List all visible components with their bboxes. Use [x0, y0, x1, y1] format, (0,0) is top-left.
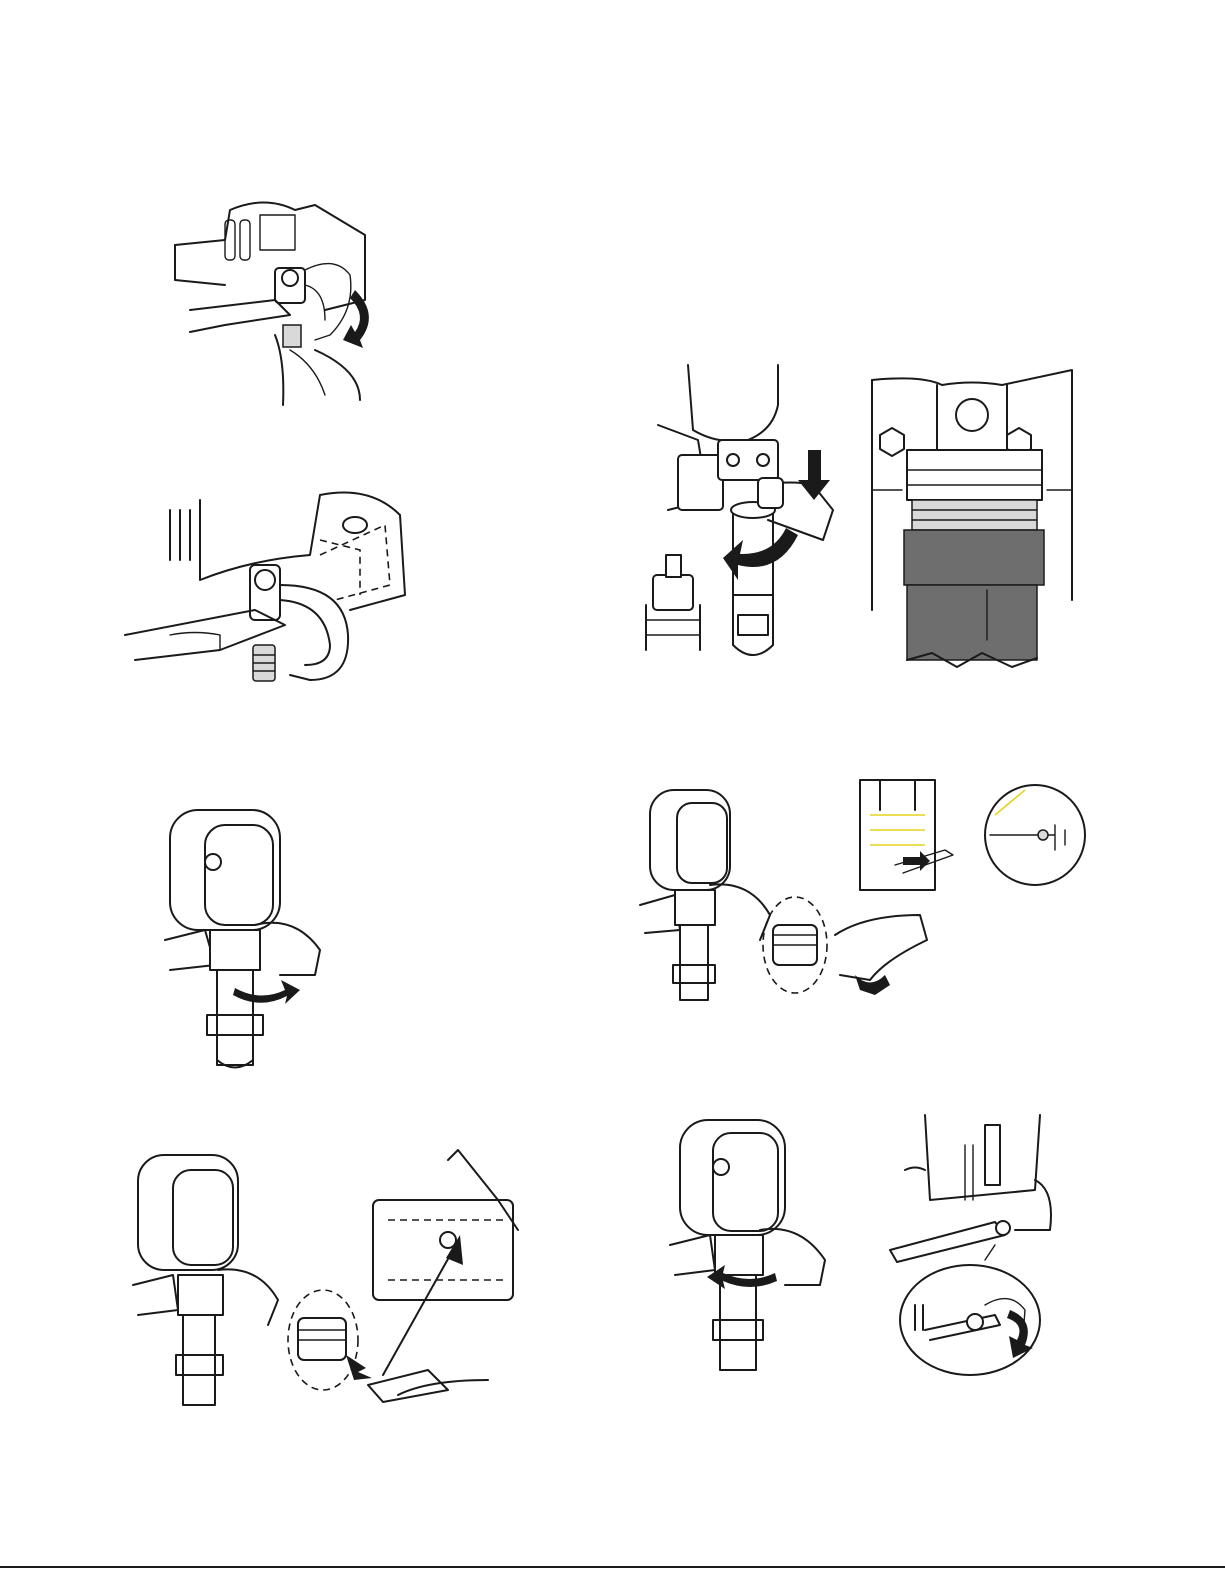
figure-pump-connection-detail: [862, 360, 1082, 670]
figure-guard-rotation-top: [165, 190, 385, 420]
figure-pin-tighten-with-detail: [885, 1110, 1065, 1395]
figure-wrench-on-pin: [120, 485, 420, 725]
figure-pin-insertion-with-detail: [128, 1140, 528, 1425]
footer-rule: [0, 1566, 1225, 1568]
guard-rotation-illustration: [165, 190, 385, 420]
pump-rotate-left-illustration: [155, 790, 335, 1075]
pin-insertion-illustration: [128, 1140, 528, 1425]
pin-tighten-illustration: [885, 1110, 1065, 1395]
pin-removal-illustration: [635, 775, 1095, 1010]
figure-pump-rotate-back: [665, 1105, 845, 1380]
figure-pump-hose-disconnect: [638, 360, 848, 675]
figure-pump-rotate-left: [155, 790, 335, 1075]
pump-rotate-back-illustration: [665, 1105, 845, 1380]
pump-connection-detail-illustration: [862, 360, 1082, 670]
figure-pin-removal-with-detail: [635, 775, 1095, 1010]
wrench-on-pin-illustration: [120, 485, 420, 725]
pump-hose-disconnect-illustration: [638, 360, 848, 675]
